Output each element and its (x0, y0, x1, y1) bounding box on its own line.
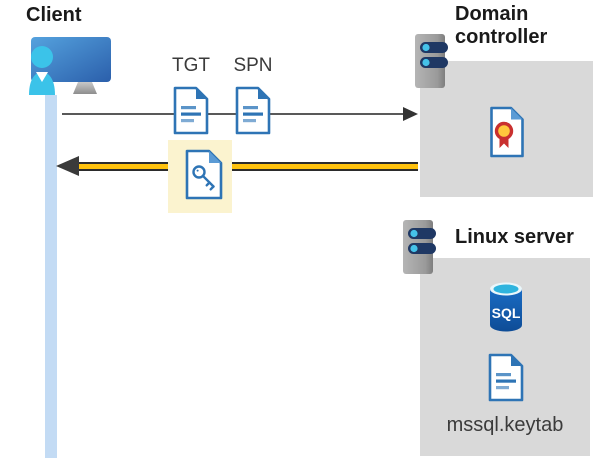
spn-label: SPN (233, 55, 273, 76)
client-computer-icon (29, 37, 111, 95)
domain-controller-server-icon (415, 34, 448, 88)
monitor-screen (31, 37, 111, 82)
request-arrow-line (62, 113, 404, 115)
domain-controller-title: Domain controller (455, 3, 548, 48)
response-arrowhead-icon (56, 156, 79, 176)
person-icon (29, 46, 55, 95)
spn-document-icon (235, 86, 271, 135)
client-timeline-lane (45, 95, 57, 458)
key-ticket-icon (185, 149, 223, 200)
linux-server-title: Linux server (455, 226, 574, 248)
keytab-document-icon (488, 353, 524, 402)
certificate-icon (490, 106, 524, 158)
keytab-filename-label: mssql.keytab (446, 414, 564, 436)
sql-icon-label: SQL (492, 305, 521, 321)
seal (494, 121, 514, 141)
request-arrowhead-icon (403, 107, 418, 121)
tgt-label: TGT (172, 55, 210, 76)
linux-server-icon (403, 220, 436, 274)
key-icon (192, 165, 215, 191)
monitor-stand (73, 82, 97, 94)
sql-database-icon: SQL (490, 282, 522, 332)
response-arrow-line (74, 162, 418, 171)
client-title: Client (26, 4, 82, 26)
tgt-document-icon (173, 86, 209, 135)
